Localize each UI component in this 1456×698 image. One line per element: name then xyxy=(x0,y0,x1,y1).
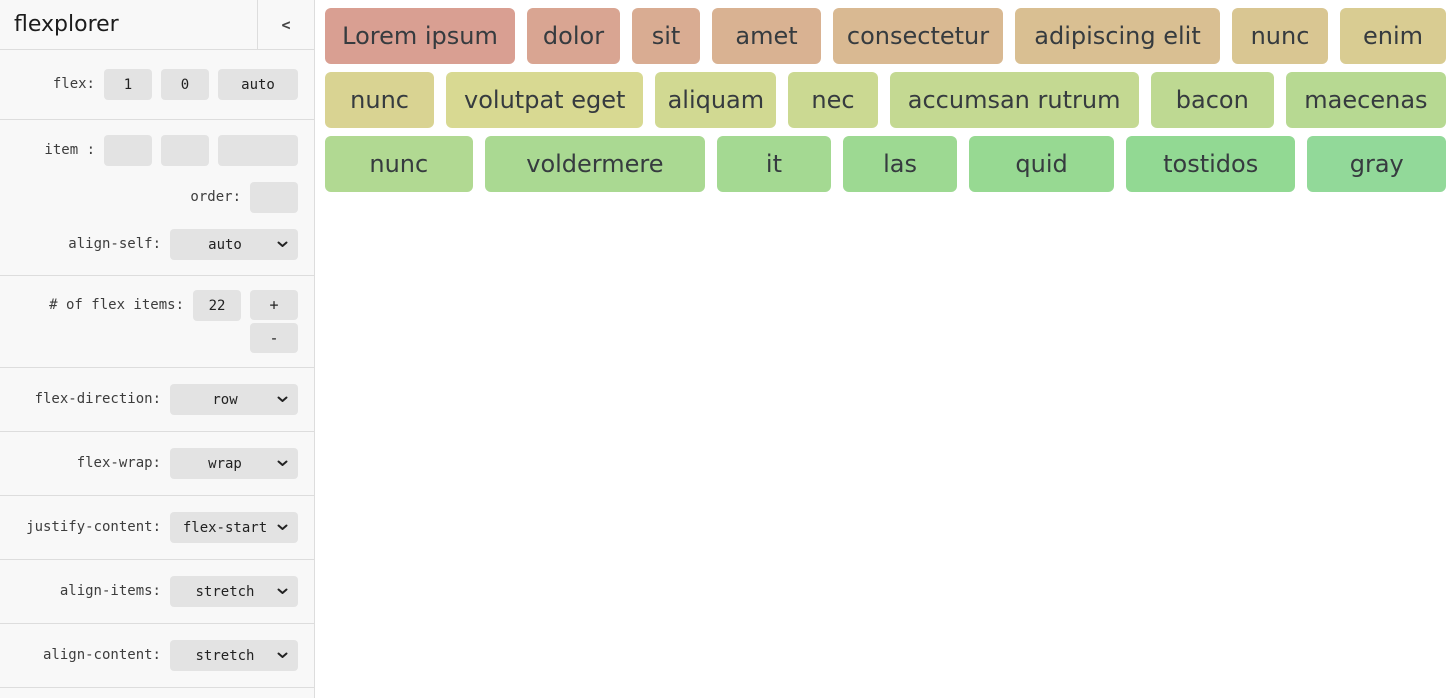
align-self-select[interactable]: auto xyxy=(170,229,298,260)
align-items-label: align-items: xyxy=(59,583,161,599)
flex-item[interactable]: gray xyxy=(1307,136,1447,192)
item-flex-grow-input[interactable] xyxy=(104,135,152,166)
order-input[interactable] xyxy=(250,182,298,213)
item-count-input[interactable] xyxy=(193,290,241,321)
flex-item[interactable]: enim xyxy=(1340,8,1446,64)
sidebar-header: flexplorer < xyxy=(0,0,314,50)
app-title: flexplorer xyxy=(14,12,119,37)
item-count-section: # of flex items: + - xyxy=(0,276,314,368)
flex-item[interactable]: voldermere xyxy=(484,136,706,192)
flex-direction-section: flex-direction: row xyxy=(0,368,314,432)
add-item-button[interactable]: + xyxy=(250,290,298,320)
order-label: order: xyxy=(190,189,241,205)
flex-direction-label: flex-direction: xyxy=(34,391,161,407)
chevron-down-icon xyxy=(277,460,288,466)
flex-item[interactable]: amet xyxy=(712,8,821,64)
justify-content-select[interactable]: flex-start xyxy=(170,512,298,543)
chevron-down-icon xyxy=(277,241,288,247)
flex-grow-input[interactable] xyxy=(104,69,152,100)
chevron-down-icon xyxy=(277,588,288,594)
flex-shorthand-section: flex: xyxy=(0,50,314,120)
align-items-section: align-items: stretch xyxy=(0,560,314,624)
justify-content-label: justify-content: xyxy=(26,519,161,535)
flex-wrap-select[interactable]: wrap xyxy=(170,448,298,479)
sidebar-collapse-button[interactable]: < xyxy=(257,0,314,49)
flex-item[interactable]: quid xyxy=(969,136,1114,192)
align-content-section: align-content: stretch xyxy=(0,624,314,688)
sidebar: flexplorer < flex: item : order: align-s… xyxy=(0,0,315,698)
item-label: item : xyxy=(44,142,95,158)
item-flex-shrink-input[interactable] xyxy=(161,135,209,166)
align-content-select[interactable]: stretch xyxy=(170,640,298,671)
item-count-label: # of flex items: xyxy=(49,297,184,313)
flex-wrap-section: flex-wrap: wrap xyxy=(0,432,314,496)
justify-content-section: justify-content: flex-start xyxy=(0,496,314,560)
flex-wrap-label: flex-wrap: xyxy=(76,455,161,471)
flex-item[interactable]: maecenas xyxy=(1285,72,1446,128)
align-self-label: align-self: xyxy=(68,236,161,252)
align-content-label: align-content: xyxy=(42,647,161,663)
item-flex-basis-input[interactable] xyxy=(218,135,298,166)
flex-item[interactable]: bacon xyxy=(1150,72,1274,128)
flex-shrink-input[interactable] xyxy=(161,69,209,100)
flex-basis-input[interactable] xyxy=(218,69,298,100)
chevron-down-icon xyxy=(277,524,288,530)
flex-item[interactable]: it xyxy=(717,136,831,192)
flex-item[interactable]: consectetur xyxy=(833,8,1003,64)
flex-item[interactable]: dolor xyxy=(527,8,620,64)
flex-item[interactable]: nunc xyxy=(325,136,473,192)
remove-item-button[interactable]: - xyxy=(250,323,298,353)
flex-label: flex: xyxy=(52,76,95,92)
flex-item[interactable]: sit xyxy=(632,8,700,64)
flex-item[interactable]: adipiscing elit xyxy=(1015,8,1220,64)
flex-item[interactable]: aliquam xyxy=(655,72,777,128)
flex-item[interactable]: volutpat eget xyxy=(446,72,644,128)
flex-direction-select[interactable]: row xyxy=(170,384,298,415)
align-items-select[interactable]: stretch xyxy=(170,576,298,607)
chevron-down-icon xyxy=(277,396,288,402)
flex-item[interactable]: nec xyxy=(788,72,878,128)
flex-item[interactable]: Lorem ipsum xyxy=(325,8,515,64)
flex-item[interactable]: las xyxy=(842,136,958,192)
chevron-left-icon: < xyxy=(281,15,291,34)
item-settings-section: item : order: align-self: auto xyxy=(0,120,314,276)
flex-item[interactable]: accumsan rutrum xyxy=(889,72,1139,128)
flex-item[interactable]: tostidos xyxy=(1125,136,1296,192)
chevron-down-icon xyxy=(277,652,288,658)
flex-item[interactable]: nunc xyxy=(325,72,435,128)
flex-item[interactable]: nunc xyxy=(1232,8,1328,64)
